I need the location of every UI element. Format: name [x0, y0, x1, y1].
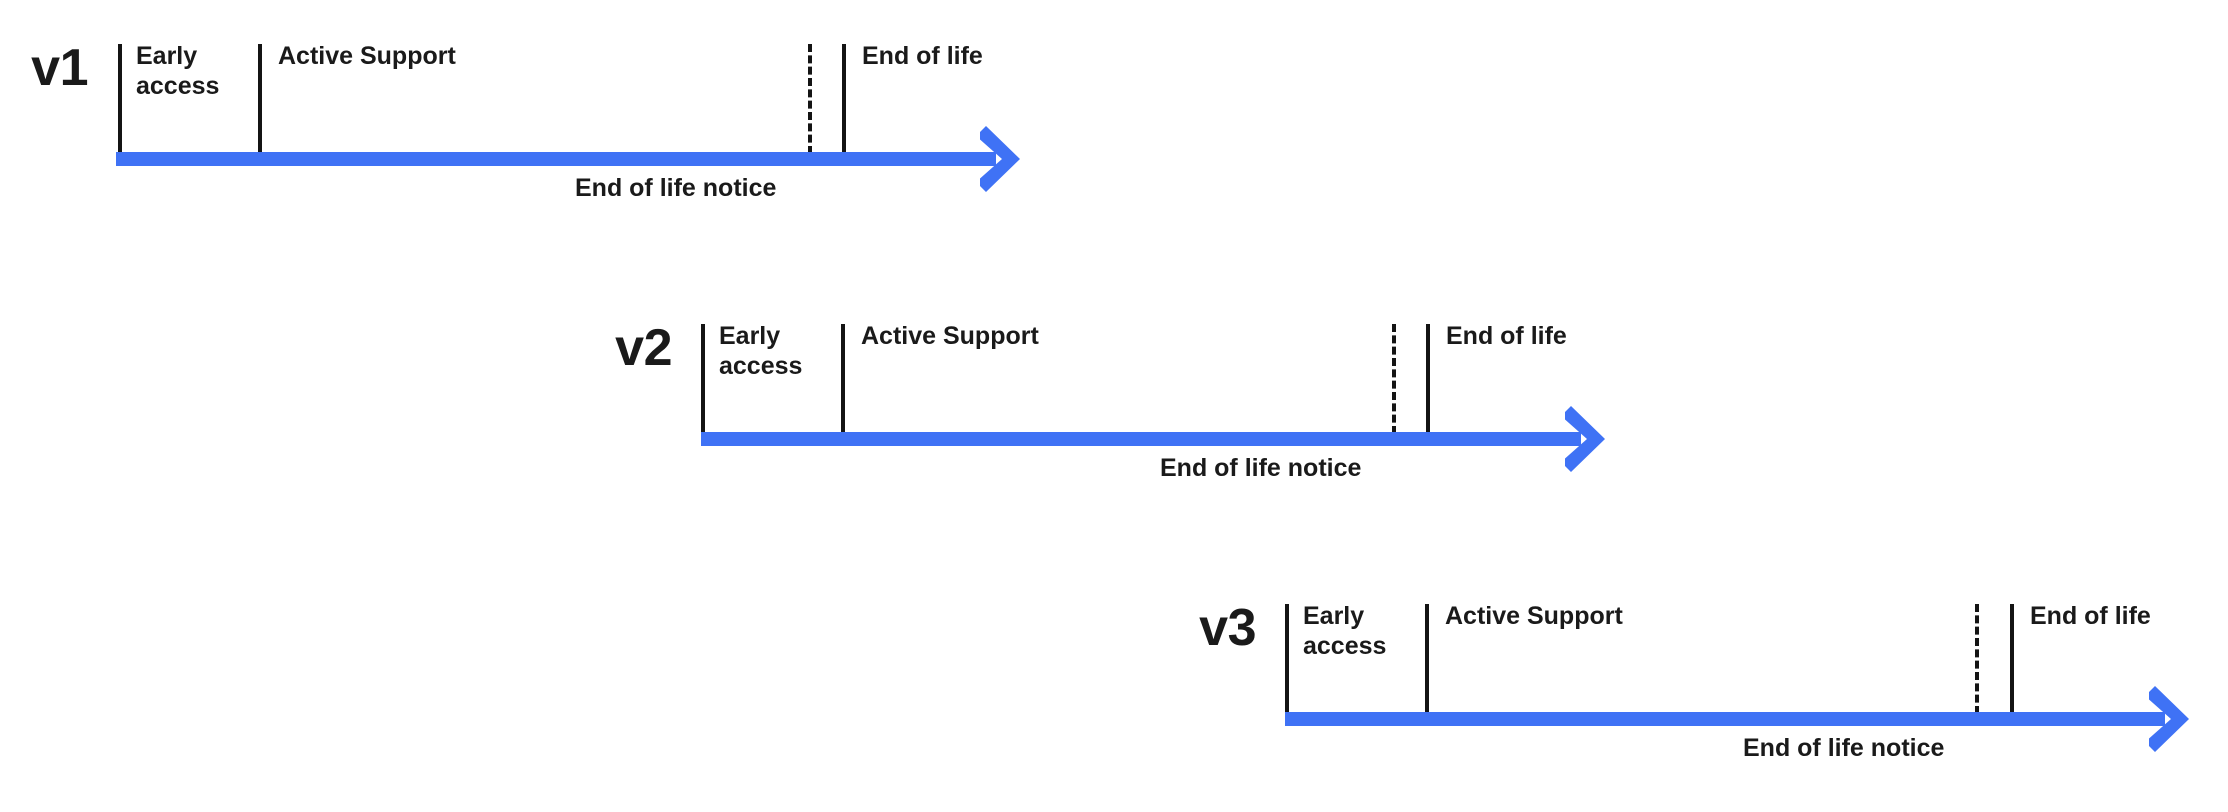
timeline-arrow-icon-v1: [980, 126, 1020, 192]
phase-divider-end-of-life-start: [1426, 324, 1430, 434]
bar-caption-end-of-life-notice-v3: End of life notice: [1743, 734, 1945, 762]
phase-divider-end-of-life-start: [842, 44, 846, 154]
timeline-arrow-icon-v2: [1565, 406, 1605, 472]
phase-divider-active-support-start: [841, 324, 845, 434]
bar-caption-end-of-life-notice-v1: End of life notice: [575, 174, 777, 202]
timeline-bar-v2: [701, 432, 1581, 446]
phase-label-early-access: Early access: [719, 322, 803, 380]
bar-caption-end-of-life-notice-v2: End of life notice: [1160, 454, 1362, 482]
phase-divider-active-support-start: [258, 44, 262, 154]
phase-label-end-of-life: End of life: [1446, 322, 1567, 350]
phase-label-end-of-life: End of life: [862, 42, 983, 70]
version-label-v2: v2: [615, 319, 672, 377]
phase-divider-early-access-start: [118, 44, 122, 154]
phase-label-active-support: Active Support: [861, 322, 1039, 350]
phase-label-active-support: Active Support: [1445, 602, 1623, 630]
phase-divider-end-of-life-notice-start: [808, 44, 812, 154]
phase-label-early-access: Early access: [1303, 602, 1387, 660]
phase-label-active-support: Active Support: [278, 42, 456, 70]
phase-divider-end-of-life-notice-start: [1392, 324, 1396, 434]
timeline-arrow-icon-v3: [2149, 686, 2189, 752]
phase-divider-early-access-start: [1285, 604, 1289, 714]
phase-label-early-access: Early access: [136, 42, 220, 100]
phase-divider-end-of-life-notice-start: [1975, 604, 1979, 714]
phase-divider-active-support-start: [1425, 604, 1429, 714]
phase-label-end-of-life: End of life: [2030, 602, 2151, 630]
phase-divider-end-of-life-start: [2010, 604, 2014, 714]
phase-divider-early-access-start: [701, 324, 705, 434]
version-label-v3: v3: [1199, 599, 1256, 657]
timeline-bar-v3: [1285, 712, 2165, 726]
timeline-bar-v1: [116, 152, 996, 166]
version-label-v1: v1: [31, 39, 88, 97]
